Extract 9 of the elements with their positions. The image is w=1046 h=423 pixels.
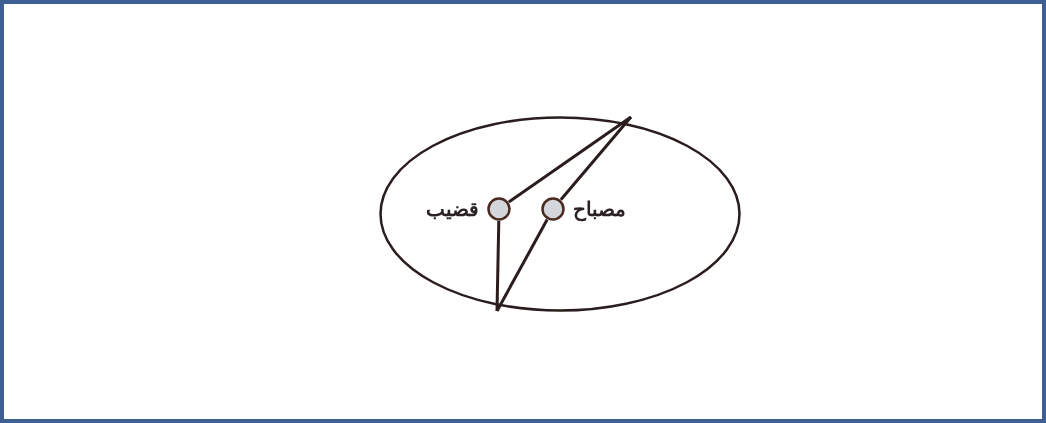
ellipse-outline	[379, 116, 741, 312]
circle-marker	[487, 197, 511, 221]
circle-marker	[541, 197, 565, 221]
circle-label: قضيب	[426, 197, 479, 221]
connector-line	[559, 116, 633, 201]
circle-label: مصباح	[573, 197, 626, 221]
connector-line	[495, 220, 501, 312]
connector-line	[495, 218, 549, 312]
connector-line	[507, 115, 632, 204]
